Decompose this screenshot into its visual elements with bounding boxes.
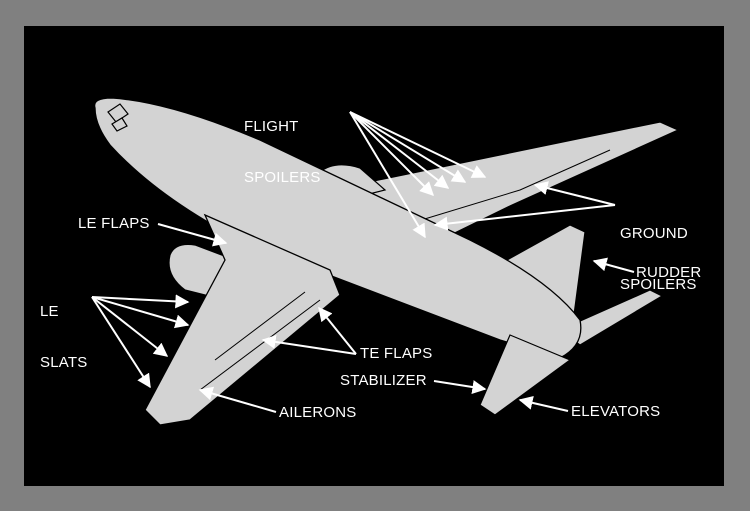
label-stabilizer: STABILIZER xyxy=(340,372,427,389)
left-wing xyxy=(144,213,341,426)
cockpit-window xyxy=(111,117,128,132)
fuselage xyxy=(93,97,582,359)
left-stabilizer xyxy=(479,334,572,416)
label-flight-spoilers: FLIGHT SPOILERS xyxy=(244,118,321,186)
label-le-flaps: LE FLAPS xyxy=(78,215,150,232)
label-ground-spoilers: GROUND SPOILERS xyxy=(620,225,697,293)
label-le-slats: LE SLATS xyxy=(40,303,88,371)
left-wing-flap-line xyxy=(199,291,321,391)
cockpit-window xyxy=(107,103,129,123)
label-te-flaps: TE FLAPS xyxy=(360,345,433,362)
label-ailerons: AILERONS xyxy=(279,404,357,421)
label-elevators: ELEVATORS xyxy=(571,403,661,420)
label-rudder: RUDDER xyxy=(636,264,702,281)
right-wing-spoiler-line xyxy=(394,149,611,229)
callout-lines xyxy=(91,111,635,413)
